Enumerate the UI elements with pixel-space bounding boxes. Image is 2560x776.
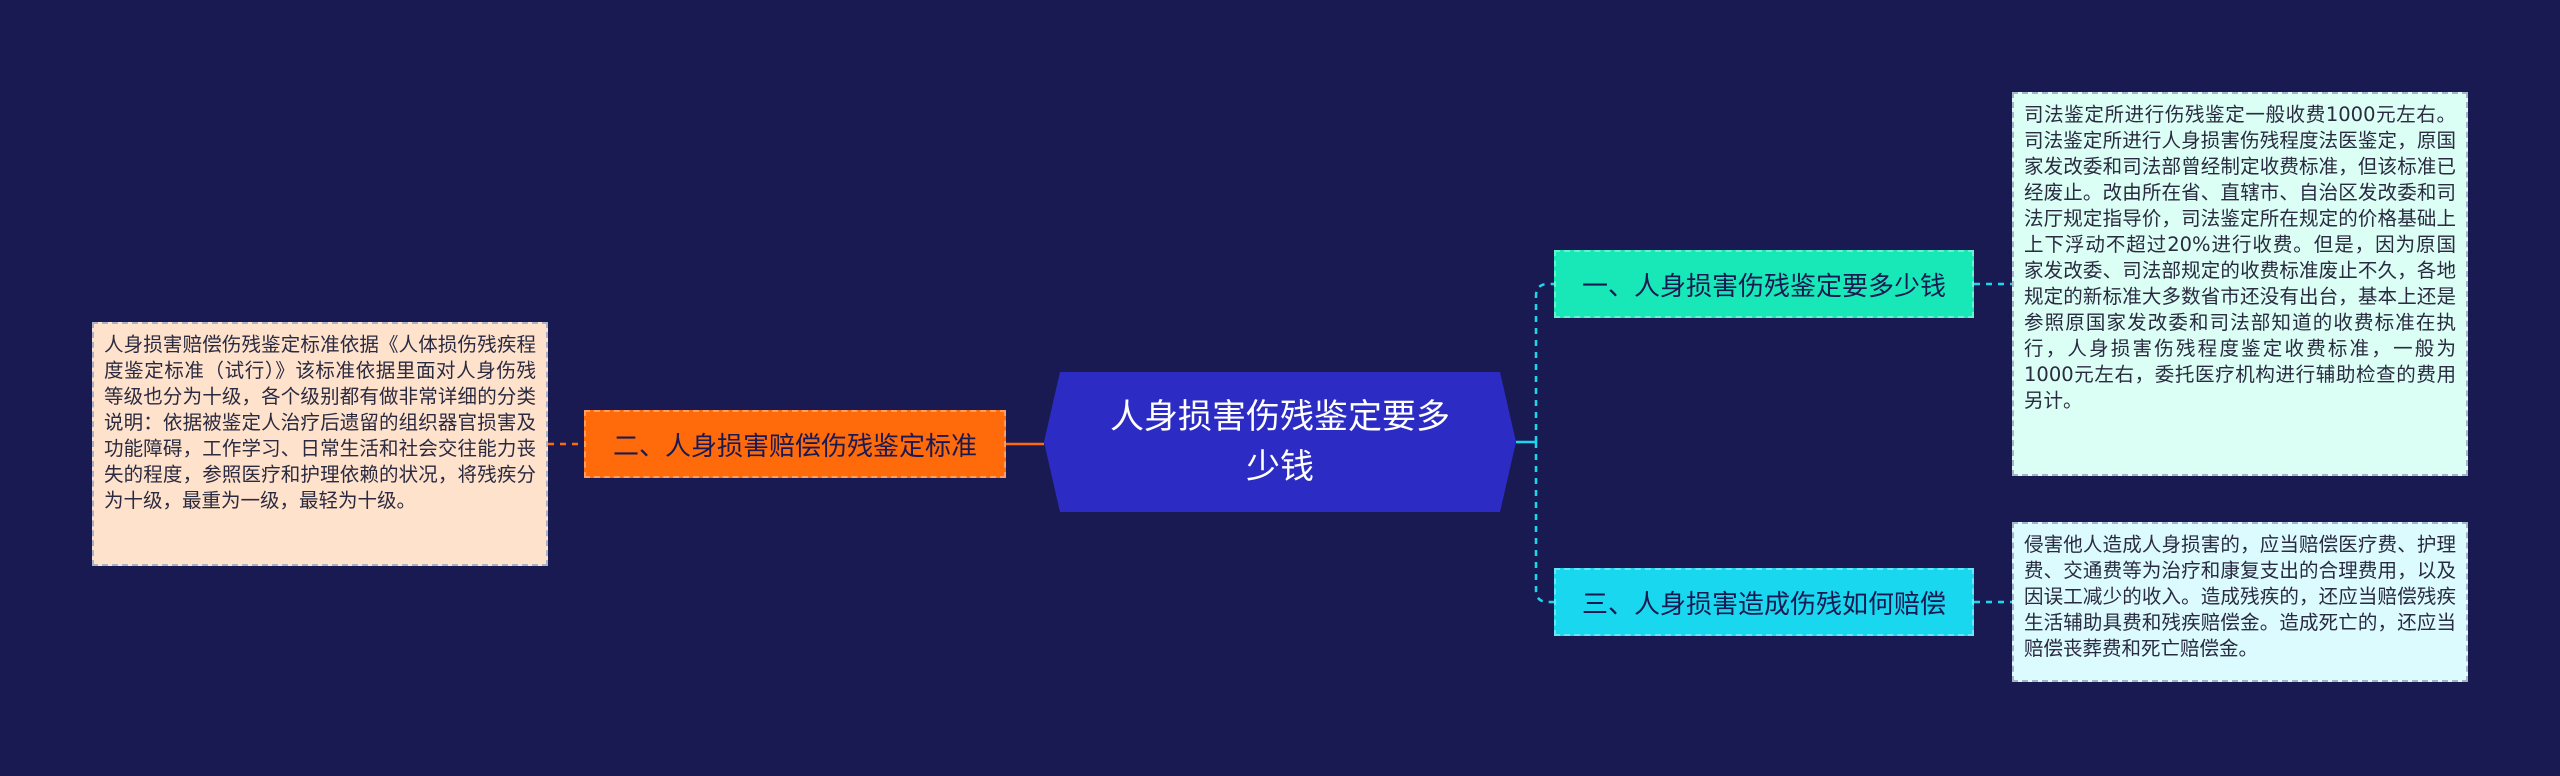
central-topic-label: 人身损害伤残鉴定要多少钱: [1110, 397, 1450, 487]
branch-node-1[interactable]: 一、人身损害伤残鉴定要多少钱: [1554, 250, 1974, 318]
detail-node-3[interactable]: 侵害他人造成人身损害的，应当赔偿医疗费、护理费、交通费等为治疗和康复支出的合理费…: [2012, 522, 2468, 682]
detail-node-2[interactable]: 人身损害赔偿伤残鉴定标准依据《人体损伤残疾程度鉴定标准（试行）》该标准依据里面对…: [92, 322, 548, 566]
connector-trunk-right-lower: [1534, 442, 1554, 604]
branch-node-1-label: 一、人身损害伤残鉴定要多少钱: [1581, 271, 1946, 302]
detail-node-1-text: 司法鉴定所进行伤残鉴定一般收费1000元左右。司法鉴定所进行人身损害伤残程度法医…: [2024, 103, 2456, 412]
detail-node-2-text: 人身损害赔偿伤残鉴定标准依据《人体损伤残疾程度鉴定标准（试行）》该标准依据里面对…: [104, 333, 536, 512]
branch-node-3[interactable]: 三、人身损害造成伤残如何赔偿: [1554, 568, 1974, 636]
branch-node-2-label: 二、人身损害赔偿伤残鉴定标准: [612, 431, 977, 462]
central-topic[interactable]: 人身损害伤残鉴定要多少钱: [1044, 372, 1516, 512]
connector-trunk-right: [1534, 282, 1554, 442]
detail-node-3-text: 侵害他人造成人身损害的，应当赔偿医疗费、护理费、交通费等为治疗和康复支出的合理费…: [2024, 533, 2456, 660]
branch-node-2[interactable]: 二、人身损害赔偿伤残鉴定标准: [584, 410, 1006, 478]
detail-node-1[interactable]: 司法鉴定所进行伤残鉴定一般收费1000元左右。司法鉴定所进行人身损害伤残程度法医…: [2012, 92, 2468, 476]
branch-node-3-label: 三、人身损害造成伤残如何赔偿: [1581, 589, 1946, 620]
